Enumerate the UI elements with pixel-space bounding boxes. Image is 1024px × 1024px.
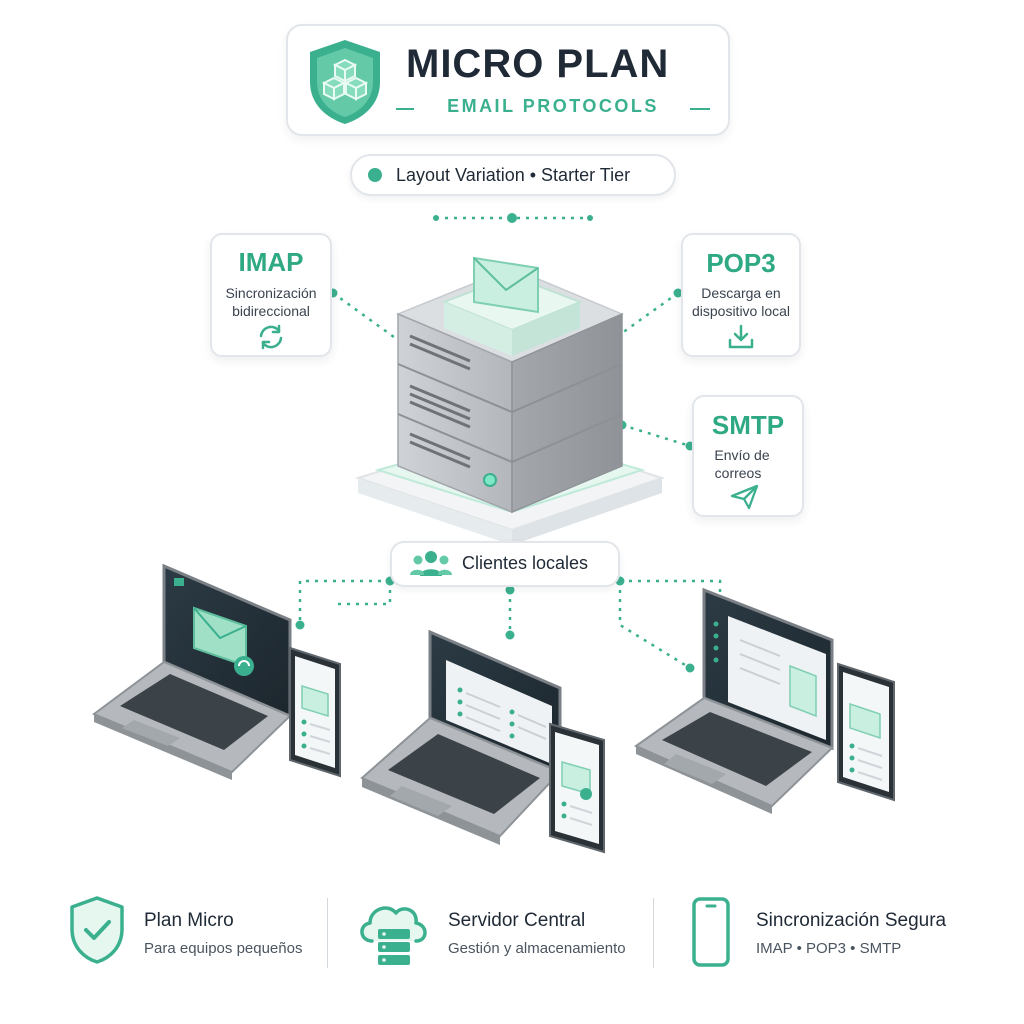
smartphone-icon [692,897,730,967]
send-icon [730,484,759,510]
client-phone-right [837,662,895,802]
shield-logo-icon [310,40,380,124]
clients-label: Clientes locales [462,553,589,573]
imap-card [210,233,332,357]
status-dot [368,168,382,182]
users-icon [410,551,452,576]
client-connectors [298,579,722,670]
sync-icon [259,324,283,350]
pop3-desc-line1: Descarga en [701,285,781,301]
smtp-desc-line1: Envío de [714,447,770,463]
subtitle-rule-left [396,108,414,110]
imap-desc-line2: bidireccional [232,303,310,319]
client-laptop-right [633,587,834,814]
footer-sync-title: Sincronización Segura [756,910,947,931]
client-phone-left [289,646,341,778]
footer-divider [327,898,328,968]
variation-pill [350,154,676,196]
footer-server-title: Servidor Central [448,910,586,931]
variation-label: Layout Variation • Starter Tier [396,165,631,185]
envelope-icon [473,256,539,314]
client-laptop-left [91,563,292,780]
smtp-card [692,395,804,517]
protocol-connectors [332,291,691,448]
pop3-desc-line2: dispositivo local [691,303,791,319]
subtitle-rule-right [690,108,710,110]
top-connector [433,213,593,223]
clients-pill [390,541,620,587]
client-phone-center [549,722,605,854]
pop3-title: POP3 [706,248,776,278]
footer-sync-subtitle: IMAP • POP3 • SMTP [756,940,902,957]
smtp-desc-line2: correos [714,465,762,481]
smtp-title: SMTP [711,410,785,440]
page-title: MICRO PLAN [406,42,670,86]
page-subtitle: EMAIL PROTOCOLS [447,96,659,116]
footer-divider [653,898,654,968]
server-tower [396,256,624,514]
imap-title: IMAP [238,247,304,277]
shield-check-icon [70,896,124,964]
footer-plan-title: Plan Micro [144,910,234,931]
cloud-server-icon [360,906,427,965]
footer-server-subtitle: Gestión y almacenamiento [448,940,626,957]
footer-plan-subtitle: Para equipos pequeños [144,940,303,957]
client-laptop-center [360,629,562,845]
download-icon [728,324,754,349]
imap-desc-line1: Sincronización [225,285,317,301]
